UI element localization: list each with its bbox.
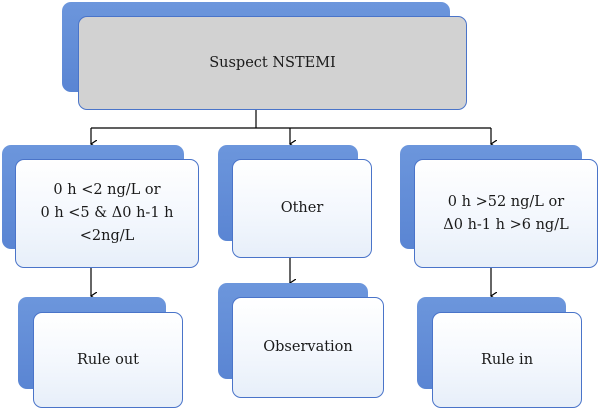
left-criteria-line-1: 0 h <2 ng/L or: [53, 182, 161, 198]
middle-criteria-node: Other: [232, 159, 372, 258]
right-criteria-line-1: 0 h >52 ng/L or: [447, 193, 565, 210]
middle-criteria-label: Other: [280, 200, 324, 216]
observation-node: Observation: [232, 297, 384, 398]
right-criteria-line-2: Δ0 h-1 h >6 ng/L: [443, 216, 569, 233]
left-criteria-node: 0 h <2 ng/L or 0 h <5 & Δ0 h-1 h <2ng/L: [15, 159, 199, 268]
observation-label: Observation: [263, 339, 353, 355]
rule-in-label: Rule in: [480, 351, 534, 368]
rule-out-node: Rule out: [33, 312, 183, 408]
root-node: Suspect NSTEMI: [78, 16, 467, 110]
rule-out-label: Rule out: [77, 351, 139, 368]
rule-in-node: Rule in: [432, 312, 582, 408]
left-criteria-line-2: 0 h <5 & Δ0 h-1 h <2ng/L: [40, 205, 174, 244]
root-node-label: Suspect NSTEMI: [209, 54, 336, 71]
right-criteria-node: 0 h >52 ng/L or Δ0 h-1 h >6 ng/L: [414, 159, 598, 268]
